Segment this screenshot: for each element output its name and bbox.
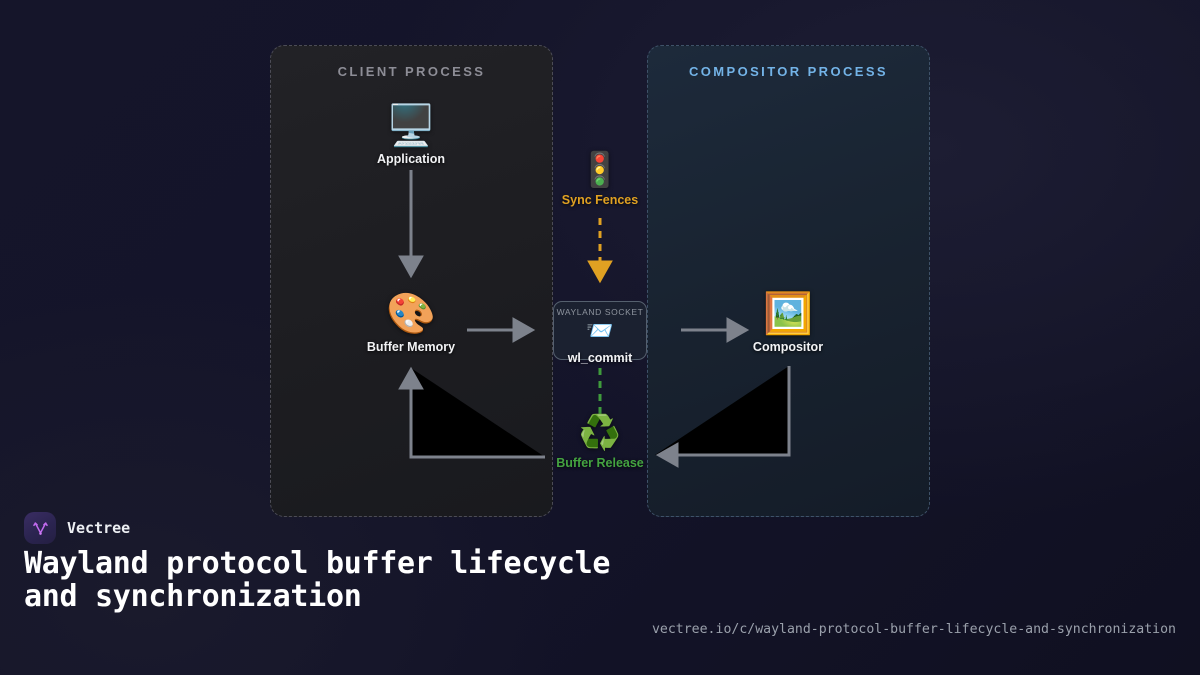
page-url: vectree.io/c/wayland-protocol-buffer-lif… bbox=[651, 622, 1176, 637]
traffic-light-icon: 🚦 bbox=[578, 151, 622, 189]
wl-commit-label: wl_commit bbox=[567, 351, 633, 365]
wayland-socket-box[interactable]: WAYLAND SOCKET 📨 bbox=[553, 301, 647, 360]
vectree-logo-icon bbox=[24, 512, 56, 544]
recycle-icon: ♻️ bbox=[578, 414, 622, 452]
node-buffer-memory-label: Buffer Memory bbox=[366, 340, 456, 354]
page-title: Wayland protocol buffer lifecycle and sy… bbox=[24, 546, 611, 614]
brand-name: Vectree bbox=[67, 519, 131, 537]
framed-picture-icon: 🖼️ bbox=[763, 292, 813, 336]
brand: Vectree bbox=[24, 512, 130, 544]
wayland-socket-title: WAYLAND SOCKET bbox=[556, 307, 644, 317]
compositor-process-panel: COMPOSITOR PROCESS bbox=[647, 45, 930, 517]
node-sync-fences-label: Sync Fences bbox=[561, 193, 639, 207]
incoming-envelope-icon: 📨 bbox=[586, 318, 614, 343]
node-sync-fences[interactable]: 🚦 Sync Fences bbox=[525, 150, 675, 207]
desktop-computer-icon: 🖥️ bbox=[386, 104, 436, 148]
node-buffer-release-label: Buffer Release bbox=[556, 456, 644, 470]
artist-palette-icon: 🎨 bbox=[386, 292, 436, 336]
node-compositor[interactable]: 🖼️ Compositor bbox=[713, 291, 863, 354]
node-buffer-memory[interactable]: 🎨 Buffer Memory bbox=[336, 291, 486, 354]
node-application-label: Application bbox=[376, 152, 446, 166]
node-compositor-label: Compositor bbox=[752, 340, 824, 354]
client-process-title: CLIENT PROCESS bbox=[337, 64, 486, 79]
node-application[interactable]: 🖥️ Application bbox=[336, 103, 486, 166]
compositor-process-title: COMPOSITOR PROCESS bbox=[689, 64, 888, 79]
node-buffer-release[interactable]: ♻️ Buffer Release bbox=[525, 413, 675, 470]
